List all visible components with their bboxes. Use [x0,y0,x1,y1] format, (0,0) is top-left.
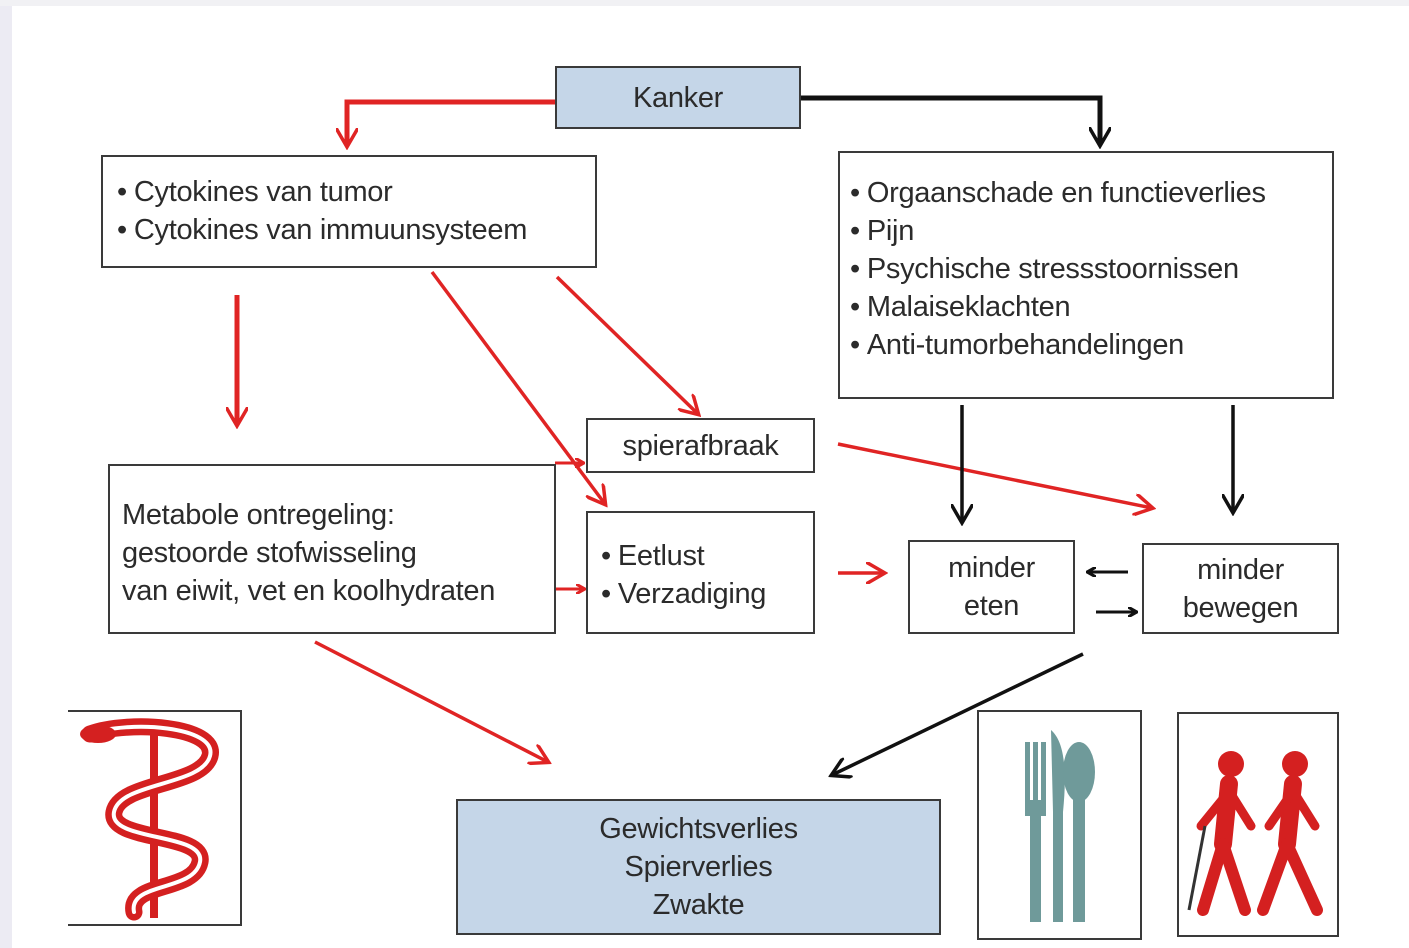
arrow-metabole-gevolgen [314,640,548,762]
node-spierafbraak: spierafbraak [586,418,815,473]
arrow-kanker-cytokines [347,99,555,146]
node-oorzaken: Orgaanschade en functieverlies Pijn Psyc… [838,151,1334,399]
node-kanker-label: Kanker [632,81,724,114]
oorzaken-item: Pijn [850,212,1332,250]
cytokines-item: Cytokines van tumor [117,173,595,211]
arrow-kanker-oorzaken [800,95,1100,145]
oorzaken-item: Malaiseklachten [850,288,1332,326]
oorzaken-item: Psychische stressstoornissen [850,250,1332,288]
caduceus-icon [68,710,242,926]
walking-people-icon [1177,712,1339,937]
eetlust-item: Eetlust [601,537,813,575]
node-cytokines: Cytokines van tumor Cytokines van immuun… [101,155,597,268]
arrow-cytokines-spierafbraak [555,275,698,414]
minder-eten-line: eten [963,590,1020,622]
cutlery-icon [977,710,1142,940]
eetlust-item: Verzadiging [601,575,813,613]
minder-eten-line: minder [948,552,1035,584]
node-minder-bewegen: minder bewegen [1142,543,1339,634]
metabole-line: gestoorde stofwisseling [122,537,417,569]
node-eetlust: Eetlust Verzadiging [586,511,815,634]
metabole-line: van eiwit, vet en koolhydraten [122,575,496,607]
minder-bewegen-line: bewegen [1182,591,1299,624]
node-minder-eten: minder eten [908,540,1075,634]
oorzaken-item: Anti-tumorbehandelingen [850,326,1332,364]
arrow-spierafbraak-bewegen [837,442,1152,508]
node-gevolgen: Gewichtsverlies Spierverlies Zwakte [456,799,941,935]
node-kanker: Kanker [555,66,801,129]
page-edge-top [0,0,1409,6]
gevolgen-line: Spierverlies [624,851,773,883]
gevolgen-line: Gewichtsverlies [599,813,798,845]
minder-bewegen-line: minder [1197,553,1284,586]
page-edge [0,0,12,948]
node-metabole: Metabole ontregeling: gestoorde stofwiss… [108,464,556,634]
metabole-line: Metabole ontregeling: [122,499,395,531]
cytokines-item: Cytokines van immuunsysteem [117,211,595,249]
gevolgen-line: Zwakte [652,889,745,921]
arrow-minder-gevolgen [832,652,1084,775]
node-spierafbraak-label: spierafbraak [622,429,779,462]
oorzaken-item: Orgaanschade en functieverlies [850,174,1332,212]
